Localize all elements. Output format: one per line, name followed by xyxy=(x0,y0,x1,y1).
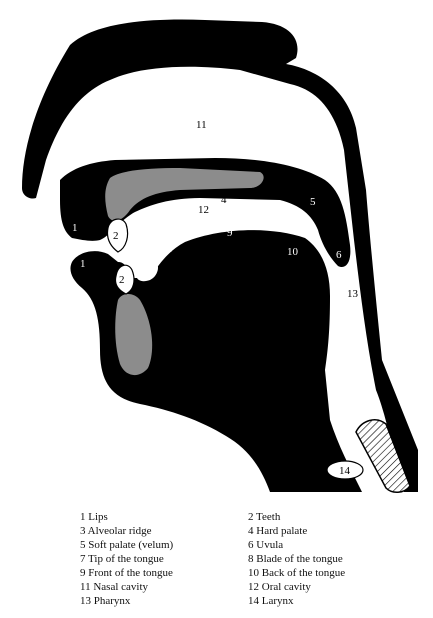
label-soft-palate: 5 xyxy=(310,196,316,208)
label-teeth-upper: 2 xyxy=(113,230,119,242)
legend-item-nasal-cavity: 11 Nasal cavity xyxy=(80,580,248,594)
legend-item-larynx: 14 Larynx xyxy=(248,594,400,608)
legend-item-tongue-tip: 7 Tip of the tongue xyxy=(80,552,248,566)
legend-item-teeth: 2 Teeth xyxy=(248,510,400,524)
legend-item-pharynx: 13 Pharynx xyxy=(80,594,248,608)
label-larynx: 14 xyxy=(339,465,351,477)
label-tongue-blade: 8 xyxy=(167,243,173,255)
legend-item-tongue-back: 10 Back of the tongue xyxy=(248,566,400,580)
label-tongue-back: 10 xyxy=(287,246,299,258)
label-nasal-cavity: 11 xyxy=(196,119,207,131)
label-alveolar-ridge: 3 xyxy=(137,212,143,224)
vocal-tract-diagram: 11 1 2 3 4 5 6 12 1 2 7 8 9 10 13 14 xyxy=(0,0,433,500)
legend: 1 Lips 2 Teeth 3 Alveolar ridge 4 Hard p… xyxy=(80,510,400,608)
legend-item-soft-palate: 5 Soft palate (velum) xyxy=(80,538,248,552)
legend-item-alveolar-ridge: 3 Alveolar ridge xyxy=(80,524,248,538)
label-tongue-tip: 7 xyxy=(152,252,158,264)
legend-item-lips: 1 Lips xyxy=(80,510,248,524)
label-teeth-lower: 2 xyxy=(119,274,125,286)
label-hard-palate: 4 xyxy=(221,194,227,206)
label-tongue-front: 9 xyxy=(227,227,233,239)
legend-item-oral-cavity: 12 Oral cavity xyxy=(248,580,400,594)
label-lips-upper: 1 xyxy=(72,222,78,234)
label-pharynx: 13 xyxy=(347,288,359,300)
legend-item-hard-palate: 4 Hard palate xyxy=(248,524,400,538)
label-oral-cavity: 12 xyxy=(198,204,209,216)
legend-item-uvula: 6 Uvula xyxy=(248,538,400,552)
legend-item-tongue-front: 9 Front of the tongue xyxy=(80,566,248,580)
label-lips-lower: 1 xyxy=(80,258,86,270)
tongue-and-jaw xyxy=(70,230,362,492)
label-uvula: 6 xyxy=(336,249,342,261)
legend-item-tongue-blade: 8 Blade of the tongue xyxy=(248,552,400,566)
